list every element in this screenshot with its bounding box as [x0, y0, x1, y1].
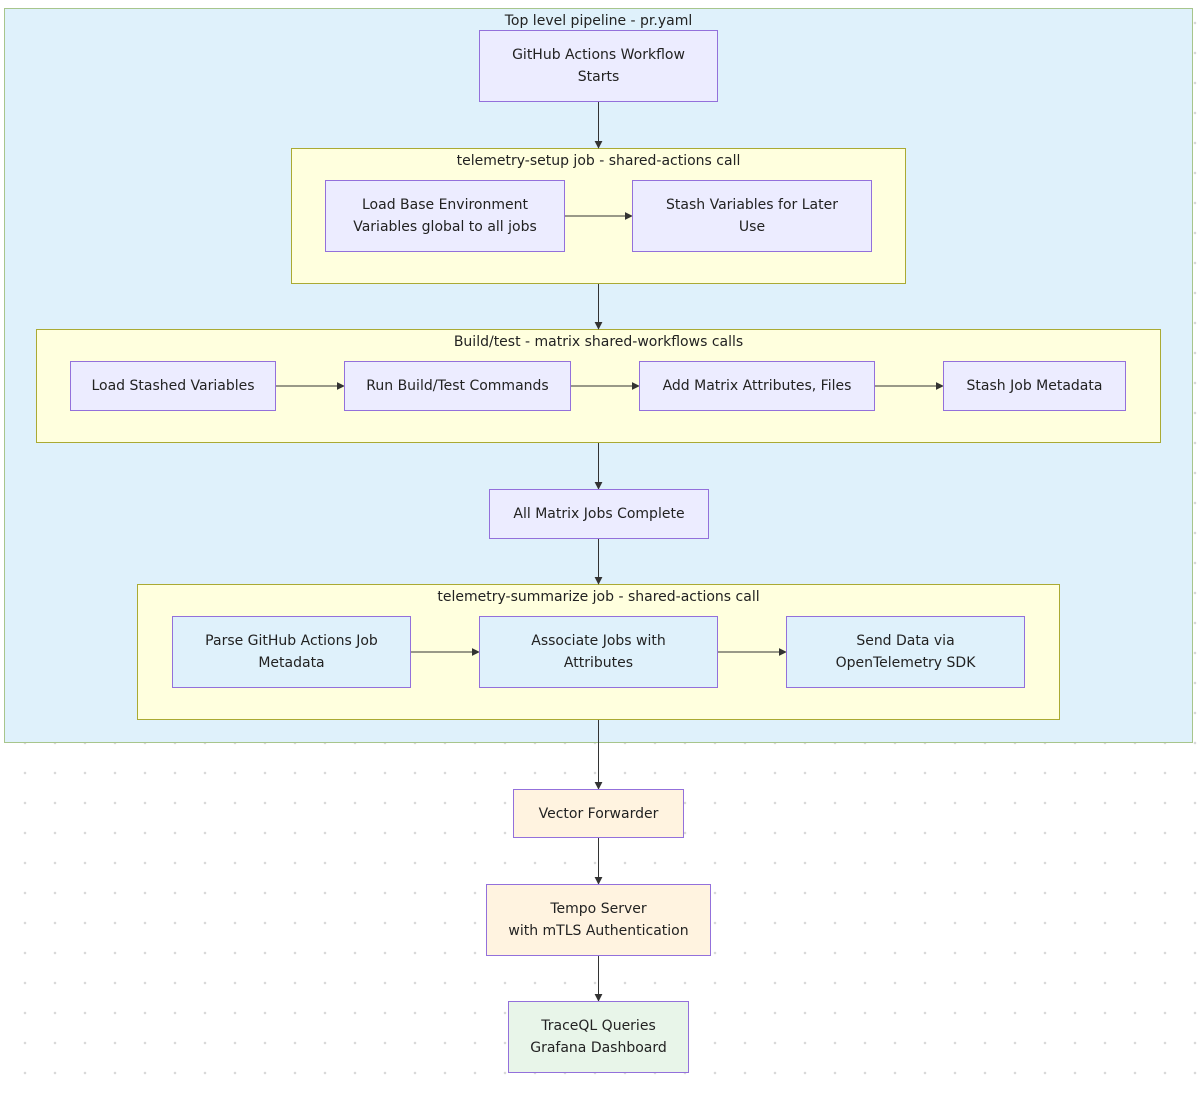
node-all-matrix-jobs-complete: All Matrix Jobs Complete: [489, 489, 709, 539]
node-traceql-grafana: TraceQL Queries Grafana Dashboard: [508, 1001, 689, 1073]
cluster-label-build: Build/test - matrix shared-workflows cal…: [453, 334, 744, 350]
cluster-label-summarize: telemetry-summarize job - shared-actions…: [437, 589, 760, 605]
node-send-data-otel: Send Data via OpenTelemetry SDK: [786, 616, 1025, 688]
node-tempo-server: Tempo Server with mTLS Authentication: [486, 884, 711, 956]
node-add-matrix-attributes: Add Matrix Attributes, Files: [639, 361, 875, 411]
cluster-label-setup: telemetry-setup job - shared-actions cal…: [456, 153, 741, 169]
node-stash-variables: Stash Variables for Later Use: [632, 180, 872, 252]
node-run-build-test: Run Build/Test Commands: [344, 361, 571, 411]
node-vector-forwarder: Vector Forwarder: [513, 789, 684, 838]
node-load-base-env: Load Base Environment Variables global t…: [325, 180, 565, 252]
node-github-actions-start: GitHub Actions Workflow Starts: [479, 30, 718, 102]
node-load-stashed-variables: Load Stashed Variables: [70, 361, 276, 411]
node-stash-job-metadata: Stash Job Metadata: [943, 361, 1126, 411]
node-parse-job-metadata: Parse GitHub Actions Job Metadata: [172, 616, 411, 688]
node-associate-jobs: Associate Jobs with Attributes: [479, 616, 718, 688]
cluster-label-pipeline: Top level pipeline - pr.yaml: [504, 13, 693, 29]
